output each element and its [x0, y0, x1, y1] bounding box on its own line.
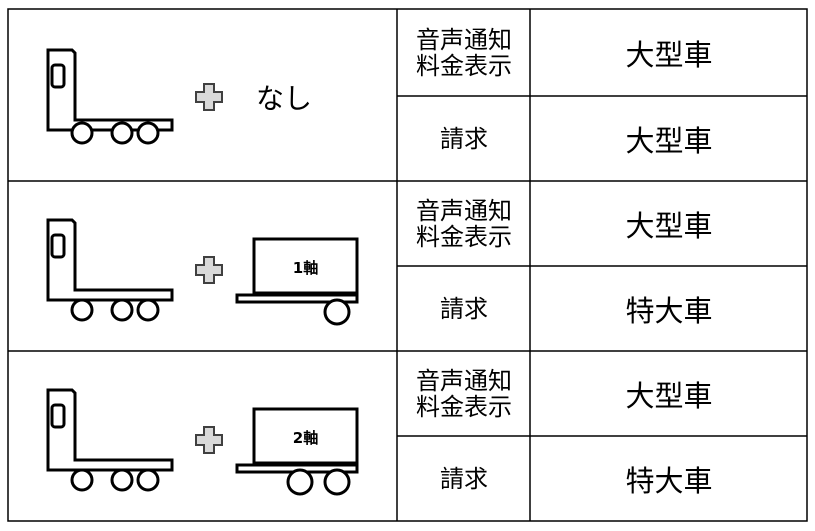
vehicle-class-value: 大型車: [625, 38, 713, 72]
plus-icon: [195, 256, 223, 284]
item-label: 音声通知 料金表示: [416, 26, 512, 80]
vehicle-class-value: 大型車: [625, 379, 713, 413]
axle-count-label: 1軸: [292, 258, 319, 277]
vehicle-class-value: 大型車: [625, 124, 713, 158]
tractor-icon: [46, 388, 174, 492]
tractor-icon: [46, 218, 174, 322]
vehicle-class-value: 大型車: [625, 209, 713, 243]
item-label: 請求: [440, 465, 488, 493]
item-label: 音声通知 料金表示: [416, 197, 512, 251]
tractor-icon: [46, 48, 174, 145]
no-trailer-label: なし: [256, 82, 313, 115]
plus-icon: [195, 426, 223, 454]
axle-count-label: 2軸: [292, 428, 319, 447]
vehicle-class-value: 特大車: [625, 464, 713, 498]
trailer-2-axle-icon: [235, 407, 359, 496]
vehicle-class-value: 特大車: [625, 294, 713, 328]
item-label: 請求: [440, 125, 488, 153]
item-label: 音声通知 料金表示: [416, 367, 512, 421]
trailer-1-axle-icon: [235, 237, 359, 326]
item-label: 請求: [440, 295, 488, 323]
plus-icon: [195, 83, 223, 111]
table-border: [7, 8, 808, 522]
